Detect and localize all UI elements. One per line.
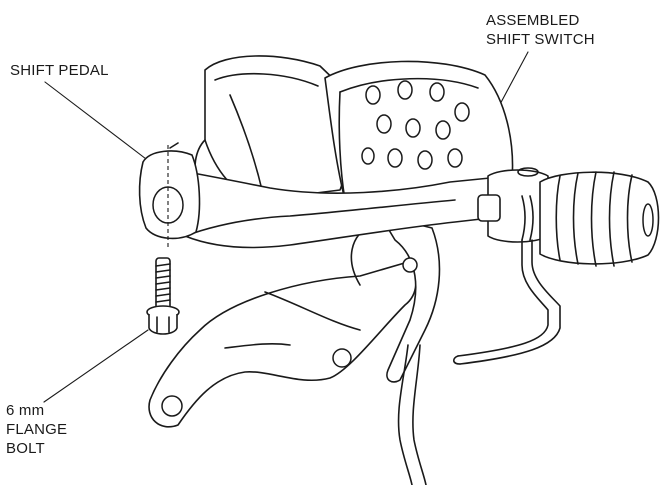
linkage-hole <box>332 348 352 368</box>
switch-hole <box>417 150 433 170</box>
switch-hole <box>435 120 451 140</box>
linkage-hole <box>161 395 183 417</box>
shift-pedal-lever <box>138 142 491 250</box>
switch-hole <box>361 147 375 165</box>
label-bolt-line-2: FLANGE <box>6 421 68 438</box>
label-shift-pedal: SHIFT PEDAL <box>10 61 109 80</box>
linkage-rod <box>457 239 549 357</box>
switch-hole <box>387 148 403 168</box>
label-assembled-shift-switch: ASSEMBLED SHIFT SWITCH <box>486 11 595 49</box>
switch-hole <box>376 114 392 134</box>
switch-hole <box>397 80 413 100</box>
label-bolt-line-1: 6 mm <box>6 402 45 419</box>
switch-hole <box>429 82 445 102</box>
flange-bolt <box>146 257 180 335</box>
shift-switch-assembly <box>324 60 514 201</box>
leader-flange-bolt <box>43 329 149 403</box>
switch-hole <box>454 102 470 122</box>
label-assembled-line-2: SHIFT SWITCH <box>486 31 595 48</box>
label-shift-pedal-text: SHIFT PEDAL <box>10 62 109 79</box>
leader-assembled-shift-switch <box>497 51 529 109</box>
label-flange-bolt: 6 mm FLANGE BOLT <box>6 401 67 458</box>
switch-hole <box>405 118 421 138</box>
label-bolt-line-3: BOLT <box>6 440 45 457</box>
leader-shift-pedal <box>44 81 151 163</box>
label-assembled-line-1: ASSEMBLED <box>486 12 580 29</box>
lower-linkage-arm <box>148 261 417 428</box>
foot-peg <box>477 167 660 267</box>
switch-hole <box>365 85 381 105</box>
switch-cable <box>397 344 413 485</box>
switch-hole <box>447 148 463 168</box>
